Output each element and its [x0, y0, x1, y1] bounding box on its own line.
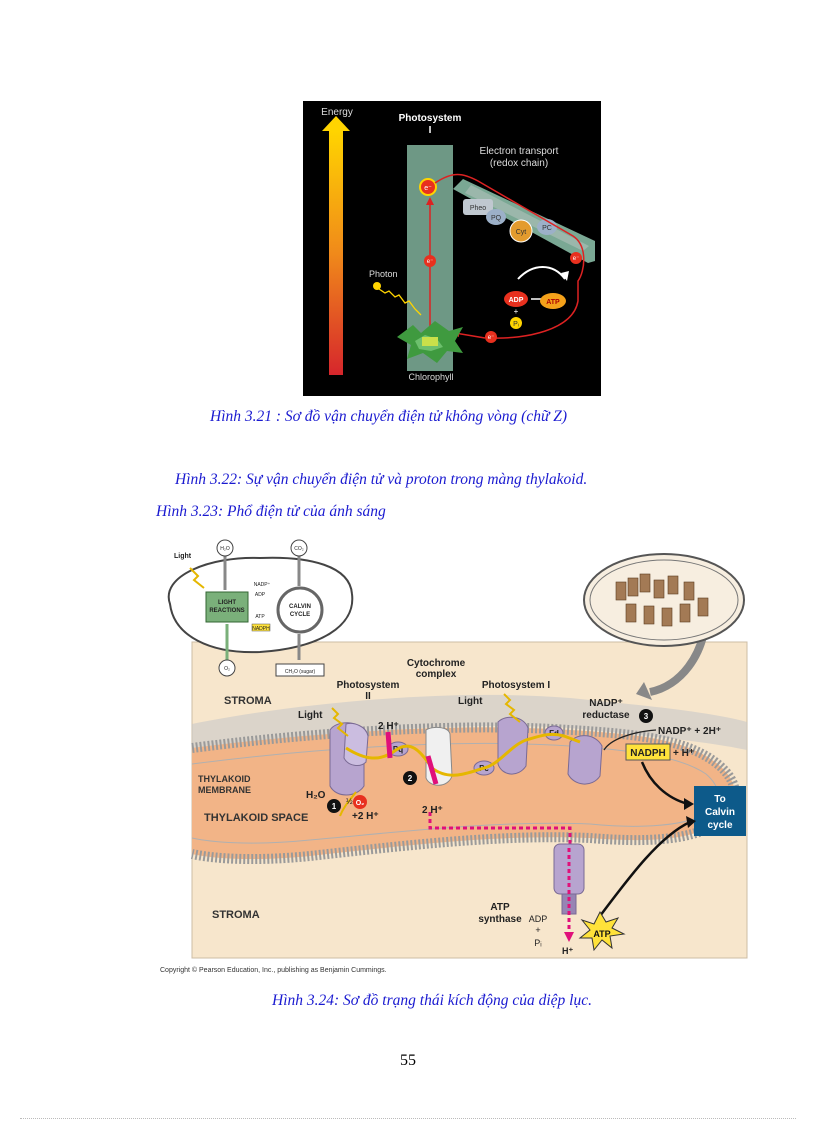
atp-starburst: ATP	[578, 910, 626, 952]
svg-text:ADP: ADP	[255, 592, 266, 598]
photosystem-i	[497, 716, 529, 775]
svg-text:reductase: reductase	[582, 710, 630, 721]
svg-text:ATP: ATP	[255, 614, 265, 620]
svg-text:ATP: ATP	[546, 299, 560, 306]
svg-text:CALVIN: CALVIN	[289, 604, 311, 610]
nadp-reductase	[567, 735, 603, 785]
chlorophyll-cluster	[397, 321, 463, 363]
svg-text:REACTIONS: REACTIONS	[209, 608, 244, 614]
svg-text:Photosystem I: Photosystem I	[482, 680, 551, 691]
svg-text:ADP: ADP	[509, 297, 524, 304]
svg-text:+2 H⁺: +2 H⁺	[352, 811, 379, 822]
svg-text:Pᵢ: Pᵢ	[513, 321, 519, 328]
svg-text:+: +	[535, 925, 540, 935]
chloroplast-oval	[583, 553, 745, 647]
svg-text:NADPH: NADPH	[630, 748, 666, 759]
footer-divider	[20, 1118, 796, 1119]
photon-label: Photon	[369, 269, 398, 279]
thylakoid-membrane-label: THYLAKOID	[198, 774, 251, 784]
svg-text:+ H⁺: + H⁺	[673, 748, 694, 759]
svg-text:synthase: synthase	[478, 914, 522, 925]
svg-text:Cyt: Cyt	[516, 229, 527, 236]
stroma-top-label: STROMA	[224, 695, 272, 707]
svg-text:Pᵢ: Pᵢ	[534, 938, 541, 948]
svg-text:½: ½	[346, 797, 353, 806]
light-right-label: Light	[458, 696, 483, 707]
svg-text:Pheo: Pheo	[470, 205, 486, 212]
light-left-label: Light	[298, 710, 323, 721]
atp-badge	[540, 293, 566, 309]
caption-figure-3-23: Hình 3.23: Phổ điện tử của ánh sáng	[156, 503, 386, 520]
caption-figure-3-21: Hình 3.21 : Sơ đồ vận chuyển điện tử khô…	[210, 408, 568, 425]
svg-text:To: To	[714, 794, 725, 805]
caption-figure-3-22: Hình 3.22: Sự vận chuyển điện tử và prot…	[175, 471, 588, 488]
svg-text:e⁻: e⁻	[488, 335, 495, 341]
figure-z-scheme: Energy Photosystem I e⁻ e⁻ Electron tran…	[303, 101, 601, 396]
electron-high	[419, 178, 437, 196]
svg-text:II: II	[365, 691, 371, 702]
svg-text:2 H⁺: 2 H⁺	[378, 721, 399, 732]
stroma-bottom-label: STROMA	[212, 909, 260, 921]
svg-text:O₂: O₂	[224, 666, 230, 672]
svg-text:PC: PC	[542, 225, 552, 232]
svg-text:Photosystem: Photosystem	[337, 680, 400, 691]
page-number: 55	[400, 1052, 416, 1069]
svg-text:Cytochrome: Cytochrome	[407, 658, 466, 669]
inset-chloroplast-overview: Light H₂O CO₂ LIGHT REACTIONS CALVIN CYC…	[167, 539, 354, 677]
svg-text:CO₂: CO₂	[294, 546, 304, 552]
svg-text:NADP⁺ + 2H⁺: NADP⁺ + 2H⁺	[658, 726, 721, 737]
svg-text:2: 2	[408, 774, 413, 783]
svg-text:LIGHT: LIGHT	[218, 600, 236, 606]
svg-text:2 H⁺: 2 H⁺	[422, 805, 443, 816]
to-calvin-box	[694, 786, 746, 836]
svg-text:cycle: cycle	[707, 820, 732, 831]
svg-text:ADP: ADP	[529, 914, 548, 924]
svg-text:Calvin: Calvin	[705, 807, 735, 818]
svg-text:e⁻: e⁻	[573, 256, 580, 262]
svg-text:NADPH: NADPH	[252, 626, 270, 632]
step-3-badge: 3	[639, 709, 653, 723]
svg-text:NADP⁺: NADP⁺	[254, 582, 271, 588]
svg-text:e⁻: e⁻	[427, 259, 434, 265]
svg-text:complex: complex	[416, 669, 457, 680]
photosystem-roman: I	[429, 125, 432, 136]
adp-badge	[504, 291, 528, 307]
svg-text:ATP: ATP	[490, 902, 510, 913]
o2-molecule	[353, 795, 367, 809]
energy-label: Energy	[321, 107, 353, 118]
svg-text:3: 3	[644, 712, 649, 721]
svg-text:PQ: PQ	[491, 215, 502, 222]
energy-arrow	[322, 116, 350, 375]
step-2-badge: 2	[403, 771, 417, 785]
photosystem-label: Photosystem	[399, 113, 462, 124]
svg-text:e⁻: e⁻	[424, 185, 432, 192]
chlorophyll-label: Chlorophyll	[408, 372, 453, 382]
svg-text:NADP⁺: NADP⁺	[589, 698, 623, 709]
transport-label: Electron transport	[480, 146, 559, 157]
step-1-badge: 1	[327, 799, 341, 813]
svg-text:Light: Light	[174, 553, 192, 560]
svg-text:ATP: ATP	[593, 929, 610, 939]
svg-text:MEMBRANE: MEMBRANE	[198, 785, 251, 795]
svg-text:H⁺: H⁺	[562, 946, 573, 956]
svg-text:H₂O: H₂O	[220, 546, 230, 552]
electron-mid	[424, 255, 436, 267]
thylakoid-space-label: THYLAKOID SPACE	[204, 812, 308, 824]
caption-figure-3-24: Hình 3.24: Sơ đồ trạng thái kích động củ…	[272, 992, 592, 1009]
svg-text:H₂O: H₂O	[306, 790, 326, 801]
transport-sublabel: (redox chain)	[490, 158, 548, 169]
photon-dot	[373, 282, 381, 290]
svg-text:+: +	[514, 307, 519, 316]
svg-text:O₂: O₂	[356, 800, 365, 807]
figure-thylakoid: STROMA STROMA THYLAKOID MEMBRANE THYLAKO…	[160, 539, 748, 974]
copyright-note: Copyright © Pearson Education, Inc., pub…	[160, 966, 387, 974]
redox-carriers: Pheo PQ Cyt PC	[463, 199, 557, 243]
svg-text:CH₂O (sugar): CH₂O (sugar)	[285, 669, 316, 675]
svg-text:CYCLE: CYCLE	[290, 612, 310, 618]
svg-text:1: 1	[332, 802, 337, 811]
nadph-box	[625, 743, 671, 761]
photosystem-ii	[329, 722, 369, 796]
